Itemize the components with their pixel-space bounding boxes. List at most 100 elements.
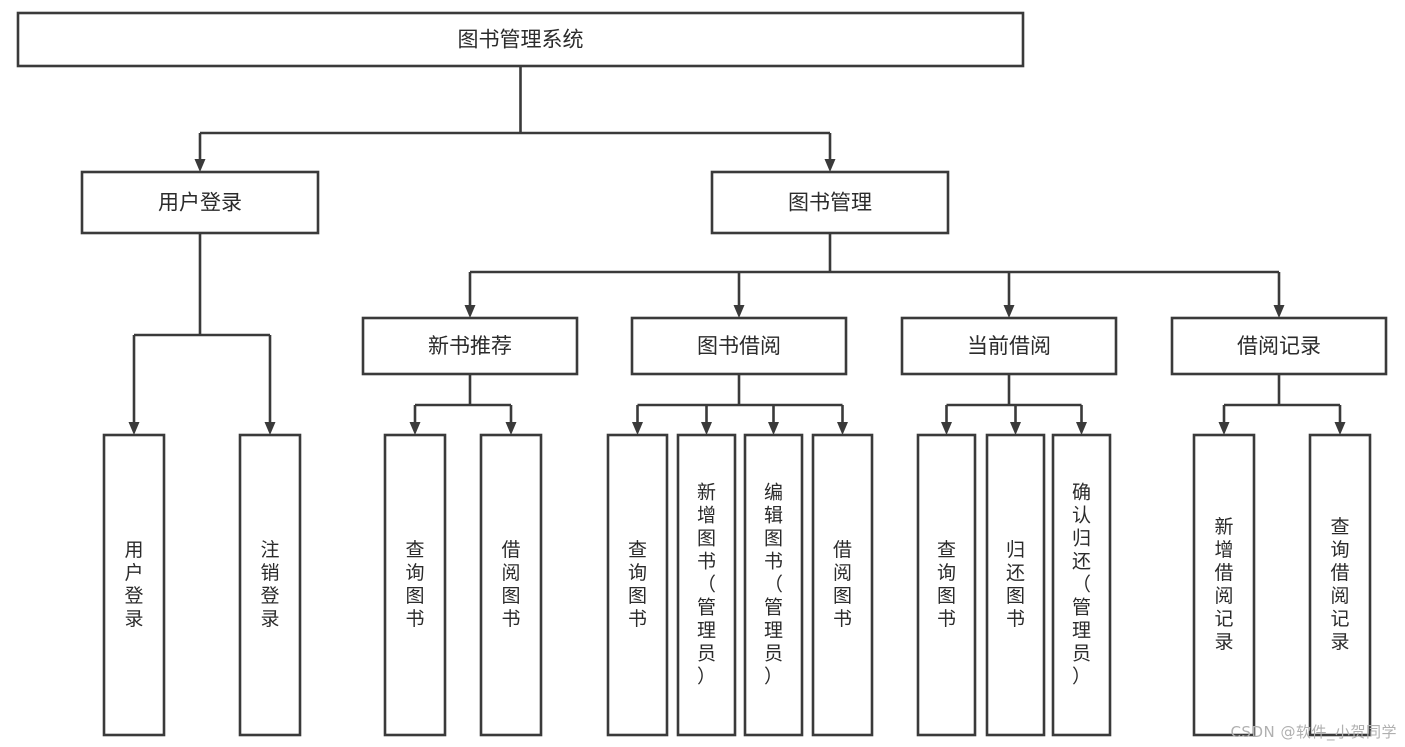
node-label-leaf-add-book: 员 [697,643,716,665]
node-box-book-manage [710,170,950,235]
node-borrow-record[interactable]: 借阅记录 [1170,316,1388,376]
node-label-leaf-add-book: 新 [697,482,716,504]
node-label-leaf-edit-book: 书 [764,551,783,573]
node-book-manage[interactable]: 图书管理 [710,170,950,235]
node-root[interactable]: 图书管理系统 [16,11,1025,68]
node-label-current-borrow: 当前借阅 [967,334,1051,358]
arrow-head-icon [768,422,779,435]
node-label-leaf-add-book: （ [697,574,716,596]
node-layer: 图书管理系统用户登录图书管理新书推荐图书借阅当前借阅借阅记录用户登录注销登录查询… [16,11,1388,737]
node-label-leaf-borrow-book-rec: 借 [501,539,520,561]
node-label-leaf-query-record: 询 [1330,539,1349,561]
arrow-head-icon [632,422,643,435]
arrow-head-icon [505,422,517,435]
node-label-leaf-confirm-return: 员 [1072,643,1091,665]
node-box-leaf-user-login [102,433,166,737]
node-box-leaf-query-book-borrow [606,433,669,737]
node-label-leaf-confirm-return: 还 [1072,551,1091,573]
node-label-leaf-confirm-return: 管 [1072,597,1091,619]
node-label-leaf-confirm-return: （ [1072,574,1091,596]
node-label-leaf-borrow-book: 阅 [833,562,852,584]
node-label-leaf-add-book: 管 [697,597,716,619]
arrow-head-icon [1273,305,1285,318]
node-label-leaf-user-login: 登 [124,585,143,607]
node-label-leaf-query-book-borrow: 图 [628,585,647,607]
arrow-head-icon [1003,305,1015,318]
node-box-leaf-query-book-cur [916,433,977,737]
node-label-leaf-borrow-book: 图 [833,585,852,607]
node-label-leaf-confirm-return: ） [1072,666,1091,688]
node-label-leaf-edit-book: ） [764,666,783,688]
node-new-book-rec[interactable]: 新书推荐 [361,316,579,376]
node-box-root [16,11,1025,68]
node-label-leaf-return-book: 归 [1006,539,1025,561]
node-label-leaf-add-book: 理 [697,620,716,642]
node-label-leaf-query-record: 阅 [1330,585,1349,607]
arrow-head-icon [409,422,421,435]
node-box-leaf-add-record [1192,433,1256,737]
node-user-login[interactable]: 用户登录 [80,170,320,235]
node-label-user-login: 用户登录 [158,191,242,215]
arrow-head-icon [1334,422,1346,435]
node-box-new-book-rec [361,316,579,376]
arrow-head-icon [1010,422,1021,435]
node-label-leaf-edit-book: 管 [764,597,783,619]
node-label-leaf-add-book: ） [697,666,716,688]
node-label-leaf-add-record: 记 [1214,608,1233,630]
arrow-head-icon [1076,422,1087,435]
node-label-leaf-edit-book: （ [764,574,783,596]
node-label-leaf-logout: 登 [260,585,279,607]
node-label-leaf-borrow-book-rec: 阅 [501,562,520,584]
node-label-leaf-add-record: 增 [1214,539,1233,561]
node-label-leaf-query-book-rec: 书 [405,608,424,630]
node-box-leaf-confirm-return [1051,433,1112,737]
node-box-leaf-borrow-book-rec [479,433,543,737]
node-book-borrow[interactable]: 图书借阅 [630,316,848,376]
node-label-leaf-query-record: 借 [1330,562,1349,584]
arrow-head-icon [837,422,848,435]
node-label-root: 图书管理系统 [458,28,584,52]
node-label-leaf-query-book-cur: 询 [937,562,956,584]
node-box-leaf-return-book [985,433,1046,737]
node-label-leaf-query-record: 录 [1330,631,1349,653]
node-label-leaf-query-book-rec: 图 [405,585,424,607]
node-box-leaf-query-record [1308,433,1372,737]
node-label-leaf-user-login: 录 [124,608,143,630]
node-current-borrow[interactable]: 当前借阅 [900,316,1118,376]
arrow-head-icon [464,305,476,318]
node-label-leaf-add-book: 增 [697,505,716,527]
node-label-leaf-confirm-return: 理 [1072,620,1091,642]
node-label-leaf-edit-book: 图 [764,528,783,550]
node-label-leaf-borrow-book-rec: 书 [501,608,520,630]
node-label-leaf-return-book: 书 [1006,608,1025,630]
node-box-book-borrow [630,316,848,376]
node-label-leaf-add-record: 录 [1214,631,1233,653]
node-leaf-user-login[interactable]: 用户登录 [102,433,166,737]
arrow-head-icon [701,422,712,435]
node-label-leaf-query-record: 记 [1330,608,1349,630]
node-box-current-borrow [900,316,1118,376]
arrow-head-icon [941,422,952,435]
node-label-leaf-return-book: 还 [1006,562,1025,584]
node-label-leaf-borrow-book: 书 [833,608,852,630]
node-label-new-book-rec: 新书推荐 [428,334,512,358]
node-label-leaf-query-book-borrow: 询 [628,562,647,584]
node-label-leaf-query-book-cur: 查 [937,539,956,561]
arrow-head-icon [1218,422,1230,435]
node-label-book-manage: 图书管理 [788,191,872,215]
node-box-leaf-edit-book [743,433,804,737]
node-label-leaf-confirm-return: 确 [1072,482,1091,504]
